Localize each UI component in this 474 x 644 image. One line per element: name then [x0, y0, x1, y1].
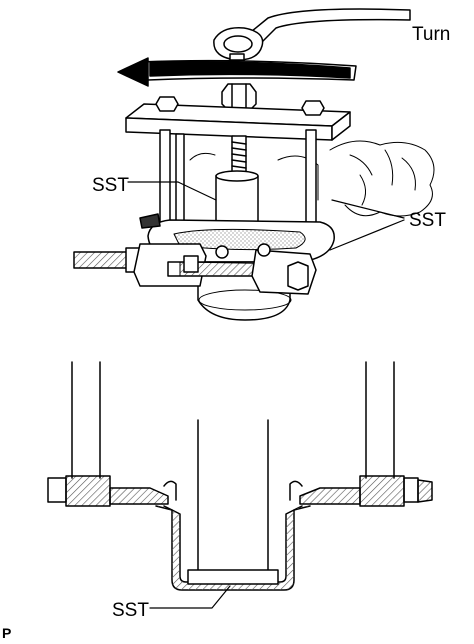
sst-label-left: SST: [92, 175, 129, 196]
crossbar: [125, 96, 351, 141]
cross-section: [47, 361, 433, 609]
figure-code: P: [2, 625, 12, 641]
puller-illustration: [73, 8, 435, 321]
rotation-arrow: [117, 57, 357, 87]
sst-label-bottom: SST: [112, 600, 149, 621]
sst-plate: [187, 569, 279, 585]
spindle: [231, 135, 247, 177]
right-nut-block: [299, 475, 433, 507]
section-rods: [71, 361, 395, 571]
clamp-bolts: [73, 243, 317, 295]
leader-line-bottom: [149, 585, 231, 609]
turn-label: Turn: [412, 24, 451, 45]
wrench: [213, 8, 411, 61]
sst-label-right: SST: [409, 210, 446, 231]
leader-lines-top: [127, 181, 405, 251]
top-hex-nut: [221, 83, 257, 111]
left-nut-block: [47, 475, 169, 507]
